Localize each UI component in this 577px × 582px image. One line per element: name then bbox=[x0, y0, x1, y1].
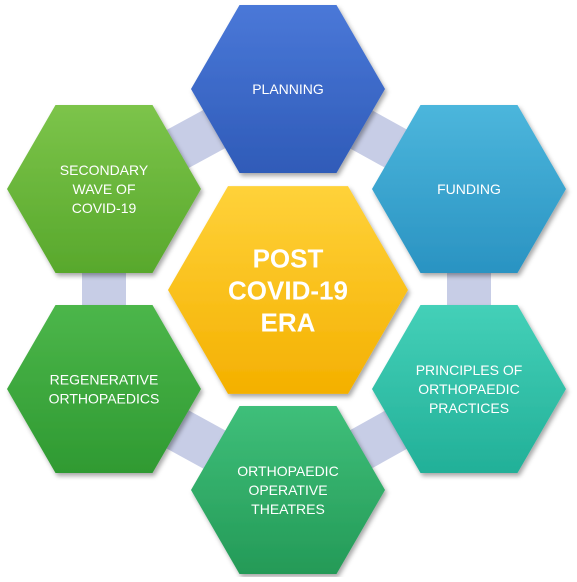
hex-shape-principles bbox=[372, 304, 566, 474]
hex-label-regenerative-line-1: REGENERATIVE bbox=[50, 372, 159, 388]
hex-regenerative: REGENERATIVE ORTHOPAEDICS bbox=[7, 304, 201, 474]
center-label-line-1: POST bbox=[253, 243, 324, 273]
hex-label-theatres-line-2: OPERATIVE bbox=[248, 482, 327, 498]
hex-shape-planning bbox=[191, 4, 385, 174]
hex-label-principles-line-2: ORTHOPAEDIC bbox=[418, 381, 519, 397]
hex-label-regenerative-line-2: ORTHOPAEDICS bbox=[49, 391, 160, 407]
hex-shape-secondary-wave bbox=[7, 104, 201, 274]
hex-label-secondary-wave-line-3: COVID-19 bbox=[72, 200, 137, 216]
hex-principles: PRINCIPLES OF ORTHOPAEDIC PRACTICES bbox=[372, 304, 566, 474]
hex-shape-regenerative bbox=[7, 304, 201, 474]
center-label-line-3: ERA bbox=[261, 307, 316, 337]
hex-label-funding-line-1: FUNDING bbox=[437, 181, 501, 197]
hex-label-principles-line-3: PRACTICES bbox=[429, 400, 509, 416]
hex-secondary-wave: SECONDARY WAVE OF COVID-19 bbox=[7, 104, 201, 274]
hex-label-secondary-wave-line-2: WAVE OF bbox=[73, 181, 136, 197]
hex-shape-center bbox=[168, 186, 408, 394]
hex-label-secondary-wave-line-1: SECONDARY bbox=[60, 162, 149, 178]
center-label-line-2: COVID-19 bbox=[228, 275, 348, 305]
hex-theatres: ORTHOPAEDIC OPERATIVE THEATRES bbox=[191, 405, 385, 575]
hex-label-planning-line-1: PLANNING bbox=[252, 81, 324, 97]
hex-shape-theatres bbox=[191, 405, 385, 575]
hex-label-theatres-line-1: ORTHOPAEDIC bbox=[237, 463, 338, 479]
hex-label-theatres-line-3: THEATRES bbox=[251, 501, 325, 517]
hex-funding: FUNDING bbox=[372, 104, 566, 274]
hex-shape-funding bbox=[372, 104, 566, 274]
hex-planning: PLANNING bbox=[191, 4, 385, 174]
hex-label-principles-line-1: PRINCIPLES OF bbox=[416, 362, 523, 378]
